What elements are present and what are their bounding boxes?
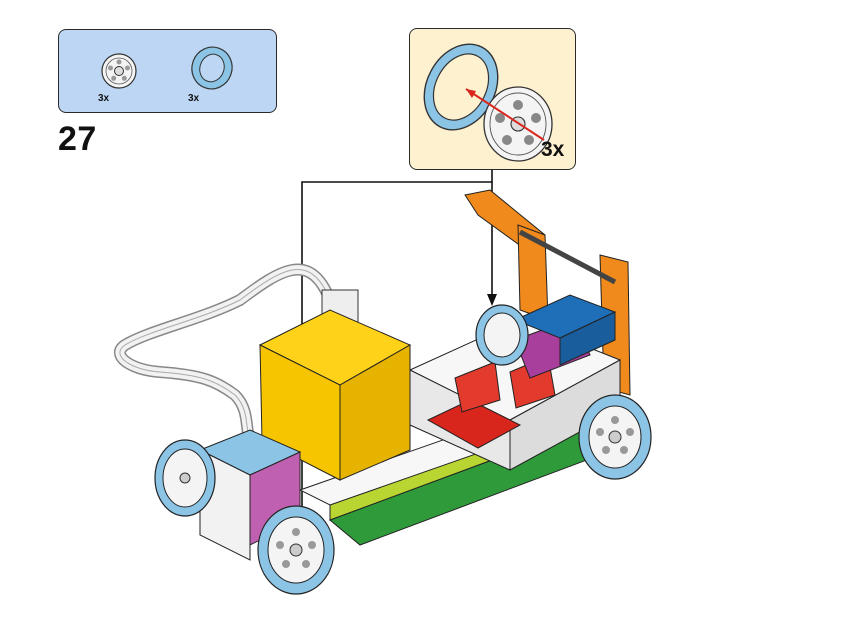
parts-list-panel bbox=[58, 29, 277, 113]
wheel-hub-icon bbox=[101, 53, 137, 89]
callout-tire-icon bbox=[423, 43, 499, 131]
tire-quantity: 3x bbox=[188, 93, 200, 104]
model-illustration bbox=[114, 189, 652, 595]
callout-red-arrow bbox=[465, 88, 545, 141]
step-number: 27 bbox=[58, 120, 97, 158]
wheel-hub-quantity: 3x bbox=[98, 93, 110, 104]
callout-quantity: 3x bbox=[541, 138, 565, 161]
tire-icon bbox=[191, 46, 233, 90]
